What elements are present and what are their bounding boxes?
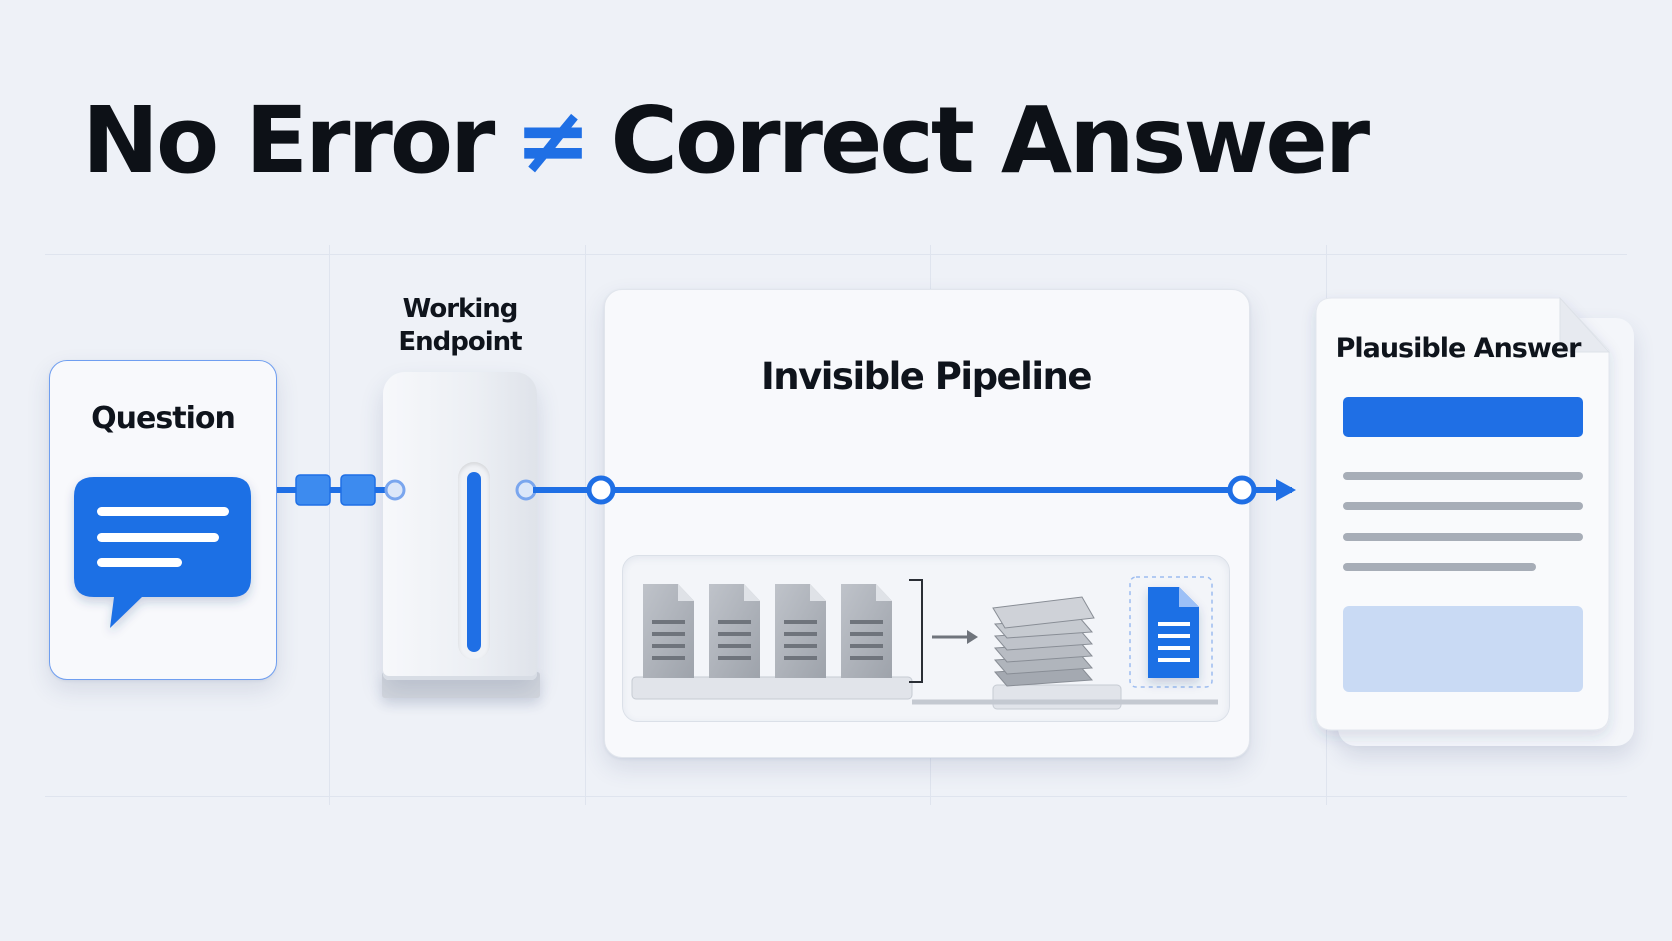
question-label: Question	[91, 401, 236, 436]
document-row-platform	[631, 676, 913, 700]
grid-line	[329, 245, 330, 805]
answer-label: Plausible Answer	[1335, 333, 1582, 364]
document-icon	[841, 584, 892, 678]
blue-document-icon	[1148, 587, 1199, 678]
flow-connector	[515, 475, 1296, 505]
selection-box	[1129, 576, 1213, 688]
grid-line	[45, 796, 1627, 797]
pipeline-label: Invisible Pipeline	[761, 355, 1092, 398]
answer-summary-box	[1343, 606, 1583, 692]
document-icon	[709, 584, 760, 678]
document-icon	[643, 584, 694, 678]
blue-doc-line	[1158, 658, 1190, 662]
not-equal-sign: ≠	[514, 87, 591, 194]
question-endpoint-connector	[277, 474, 406, 506]
endpoint-label-line1: Working	[402, 294, 519, 324]
grid-line	[585, 245, 586, 805]
endpoint-label: Working Endpoint	[385, 293, 535, 359]
answer-text-line	[1343, 502, 1583, 510]
answer-text-line	[1343, 472, 1583, 480]
chat-bubble-icon	[74, 477, 251, 628]
blue-doc-line	[1158, 646, 1190, 650]
chat-line	[97, 533, 219, 542]
small-arrow-icon	[932, 630, 978, 644]
answer-text-line	[1343, 563, 1536, 571]
answer-text-line	[1343, 533, 1583, 541]
chat-line	[97, 507, 229, 516]
blue-doc-line	[1158, 622, 1190, 626]
page-title: No Error≠Correct Answer	[82, 87, 1371, 194]
blue-doc-line	[1158, 634, 1190, 638]
chat-line	[97, 558, 182, 567]
server-status-bar	[467, 472, 481, 652]
title-right: Correct Answer	[610, 87, 1371, 194]
document-stack-icon	[992, 596, 1095, 687]
title-left: No Error	[82, 87, 495, 194]
grid-line	[45, 254, 1627, 255]
arrow-head-icon	[1276, 479, 1296, 501]
document-icon	[775, 584, 826, 678]
answer-highlight-bar	[1343, 397, 1583, 437]
endpoint-label-line2: Endpoint	[398, 327, 522, 357]
bracket-icon	[909, 579, 923, 683]
stack-platform	[992, 684, 1122, 710]
